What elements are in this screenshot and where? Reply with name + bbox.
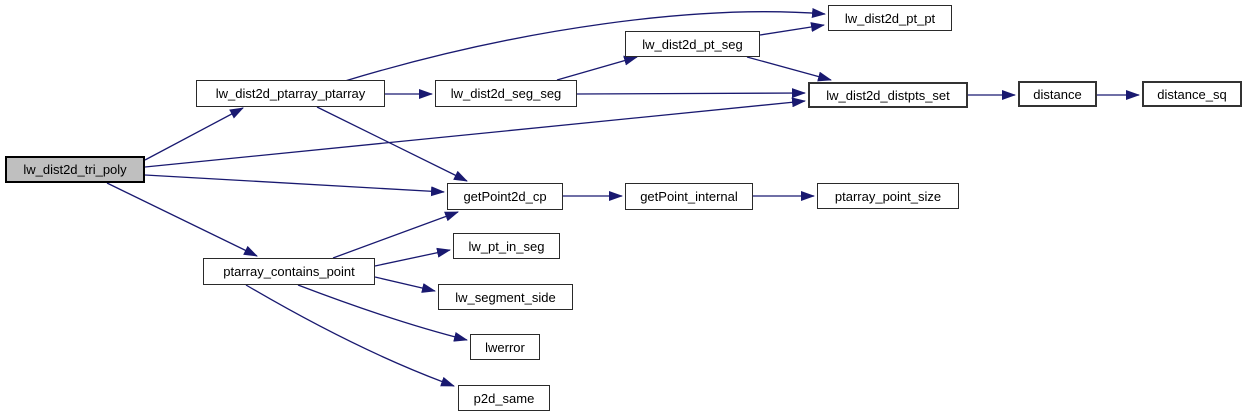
node-lw_dist2d_pt_seg[interactable]: lw_dist2d_pt_seg [625, 31, 760, 57]
node-label: lw_dist2d_pt_pt [844, 10, 936, 26]
node-label: lw_pt_in_seg [468, 238, 545, 254]
node-label: lwerror [485, 339, 525, 355]
edge-lw_dist2d_seg_seg-to-lw_dist2d_pt_seg [556, 55, 638, 81]
node-p2d_same[interactable]: p2d_same [458, 385, 550, 411]
edge-ptarray_contains_point-to-getPoint2d_cp [332, 211, 459, 259]
edge-ptarray_contains_point-to-lw_segment_side [374, 276, 436, 293]
node-label: ptarray_point_size [834, 188, 942, 204]
node-label: getPoint2d_cp [463, 189, 547, 204]
node-distance_sq[interactable]: distance_sq [1142, 81, 1242, 107]
edge-ptarray_contains_point-to-lw_pt_in_seg [374, 247, 451, 267]
node-label: lw_dist2d_ptarray_ptarray [215, 86, 366, 101]
node-label: lw_dist2d_distpts_set [826, 87, 950, 103]
node-lw_segment_side[interactable]: lw_segment_side [438, 284, 573, 310]
edge-lw_dist2d_tri_poly-to-getPoint2d_cp [144, 174, 445, 197]
node-label: p2d_same [473, 390, 535, 406]
node-lw_dist2d_distpts_set[interactable]: lw_dist2d_distpts_set [808, 82, 968, 108]
edge-lw_dist2d_tri_poly-to-lw_dist2d_ptarray_ptarray [144, 107, 244, 161]
edge-ptarray_contains_point-to-p2d_same [245, 284, 455, 387]
node-label: distance_sq [1157, 86, 1227, 102]
edge-lw_dist2d_pt_seg-to-lw_dist2d_pt_pt [759, 22, 825, 36]
edges [106, 7, 1140, 387]
edge-lw_dist2d_ptarray_ptarray-to-getPoint2d_cp [316, 106, 468, 182]
edge-lw_dist2d_pt_seg-to-lw_dist2d_distpts_set [746, 56, 832, 82]
node-getPoint_internal[interactable]: getPoint_internal [625, 183, 753, 210]
node-label: getPoint_internal [640, 189, 738, 204]
node-lw_dist2d_tri_poly: lw_dist2d_tri_poly [5, 156, 145, 183]
edge-lw_dist2d_ptarray_ptarray-to-lw_dist2d_pt_pt [344, 7, 826, 82]
node-ptarray_contains_point[interactable]: ptarray_contains_point [203, 258, 375, 285]
edge-ptarray_contains_point-to-lwerror [297, 284, 468, 342]
node-ptarray_point_size[interactable]: ptarray_point_size [817, 183, 959, 209]
edge-lw_dist2d_seg_seg-to-lw_dist2d_distpts_set [576, 88, 806, 99]
node-lw_dist2d_ptarray_ptarray[interactable]: lw_dist2d_ptarray_ptarray [196, 80, 385, 107]
node-label: ptarray_contains_point [223, 264, 355, 279]
edge-lw_dist2d_tri_poly-to-lw_dist2d_distpts_set [144, 97, 806, 168]
node-lwerror[interactable]: lwerror [470, 334, 540, 360]
node-lw_pt_in_seg[interactable]: lw_pt_in_seg [453, 233, 560, 259]
node-label: lw_dist2d_pt_seg [642, 36, 743, 52]
node-lw_dist2d_seg_seg[interactable]: lw_dist2d_seg_seg [435, 80, 577, 107]
node-label: lw_dist2d_seg_seg [450, 86, 562, 101]
node-label: lw_segment_side [455, 289, 556, 305]
node-lw_dist2d_pt_pt[interactable]: lw_dist2d_pt_pt [828, 5, 952, 31]
node-label: distance [1033, 86, 1082, 102]
node-getPoint2d_cp[interactable]: getPoint2d_cp [447, 183, 563, 210]
node-label: lw_dist2d_tri_poly [23, 162, 127, 177]
edge-lw_dist2d_tri_poly-to-ptarray_contains_point [106, 182, 258, 257]
node-distance[interactable]: distance [1018, 81, 1097, 107]
